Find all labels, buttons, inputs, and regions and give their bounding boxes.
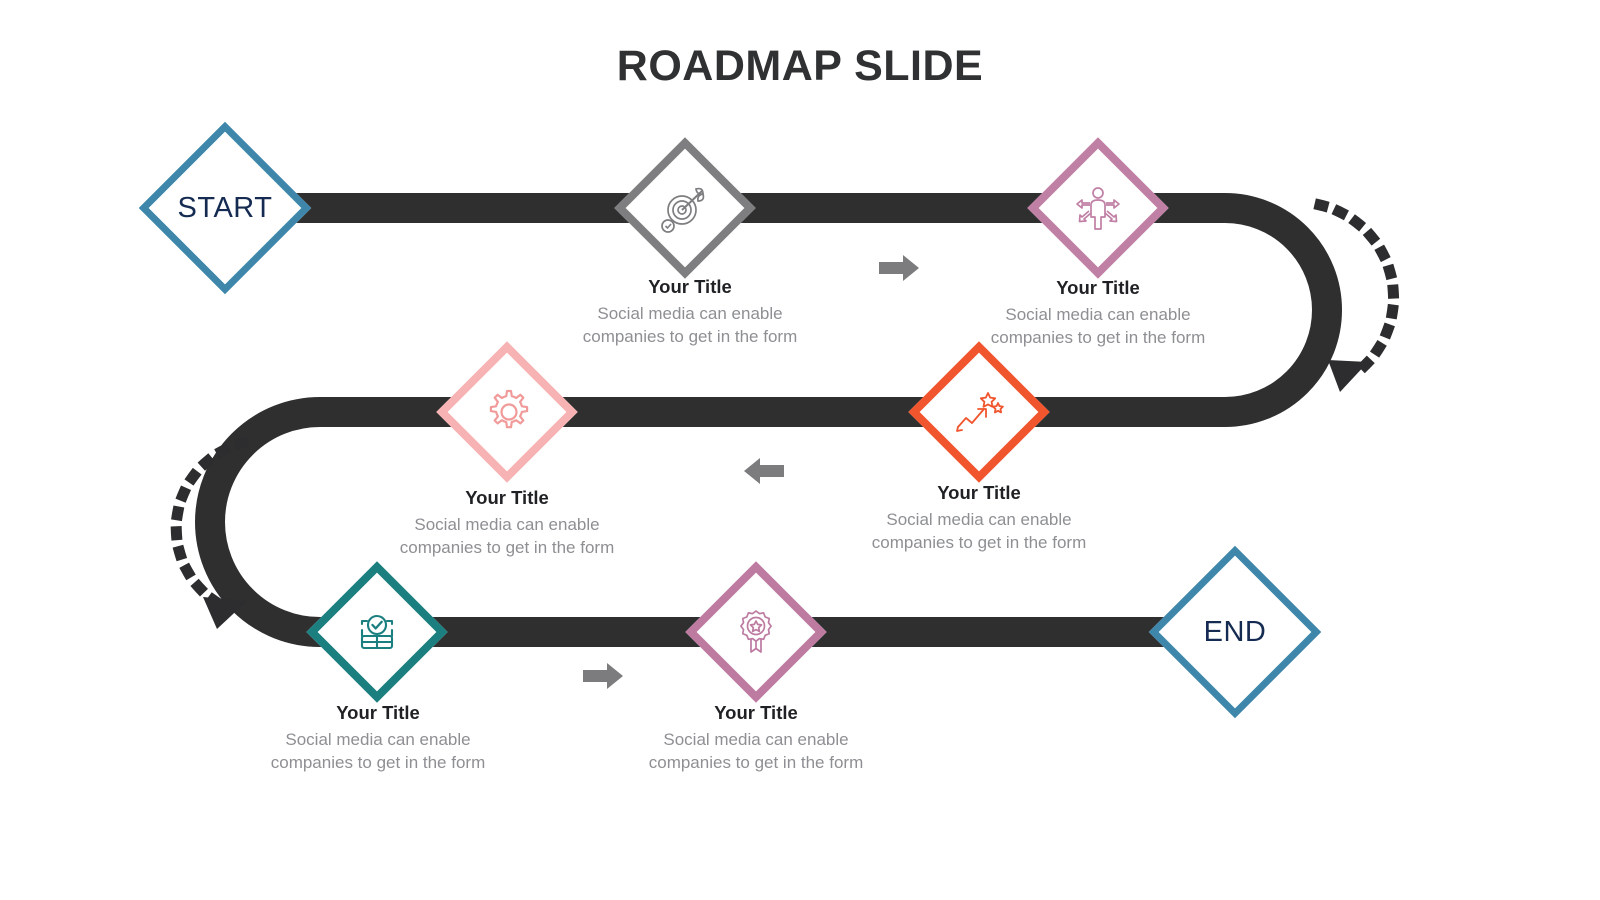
step-node-2[interactable] xyxy=(1027,137,1169,279)
step-1-body-line2: companies to get in the form xyxy=(582,326,798,346)
briefcase-check-icon xyxy=(315,570,439,694)
step-5-body-line1: Social media can enable xyxy=(285,730,471,749)
flow-arrow-right-bottom xyxy=(583,663,623,689)
award-ribbon-icon xyxy=(694,570,818,694)
dotted-turn-arrow-right xyxy=(1313,198,1399,392)
step-2-title: Your Title xyxy=(1056,277,1140,298)
step-caption-5: Your Title Social media can enable compa… xyxy=(228,702,528,774)
step-3-title: Your Title xyxy=(937,482,1021,503)
step-1-body: Social media can enable companies to get… xyxy=(540,303,840,348)
step-node-5[interactable] xyxy=(306,561,448,703)
flow-arrow-right-top xyxy=(879,255,919,281)
step-node-3[interactable] xyxy=(908,341,1050,483)
step-5-title: Your Title xyxy=(336,702,420,723)
step-1-title: Your Title xyxy=(648,276,732,297)
step-6-body-line1: Social media can enable xyxy=(663,730,849,749)
step-6-title: Your Title xyxy=(714,702,798,723)
step-6-body-line2: companies to get in the form xyxy=(648,752,864,772)
dotted-turn-arrow-left xyxy=(170,436,250,629)
step-4-body-line1: Social media can enable xyxy=(414,515,600,534)
step-3-body: Social media can enable companies to get… xyxy=(829,509,1129,554)
step-3-body-line1: Social media can enable xyxy=(886,510,1072,529)
step-caption-2: Your Title Social media can enable compa… xyxy=(948,277,1248,349)
start-node[interactable]: START xyxy=(138,121,312,295)
step-caption-1: Your Title Social media can enable compa… xyxy=(540,276,840,348)
step-node-6[interactable] xyxy=(685,561,827,703)
step-caption-6: Your Title Social media can enable compa… xyxy=(606,702,906,774)
step-2-body: Social media can enable companies to get… xyxy=(948,304,1248,349)
step-node-1[interactable] xyxy=(614,137,756,279)
step-4-body: Social media can enable companies to get… xyxy=(357,514,657,559)
step-5-body: Social media can enable companies to get… xyxy=(228,729,528,774)
step-4-title: Your Title xyxy=(465,487,549,508)
start-label: START xyxy=(177,191,273,224)
step-node-4[interactable] xyxy=(436,341,578,483)
person-directions-icon xyxy=(1036,146,1160,270)
step-caption-4: Your Title Social media can enable compa… xyxy=(357,487,657,559)
step-caption-3: Your Title Social media can enable compa… xyxy=(829,482,1129,554)
step-5-body-line2: companies to get in the form xyxy=(270,752,486,772)
step-1-body-line1: Social media can enable xyxy=(597,304,783,323)
end-node[interactable]: END xyxy=(1148,545,1322,719)
growth-chart-stars-icon xyxy=(917,350,1041,474)
step-2-body-line1: Social media can enable xyxy=(1005,305,1191,324)
step-2-body-line2: companies to get in the form xyxy=(990,327,1206,347)
end-label: END xyxy=(1203,615,1267,648)
step-3-body-line2: companies to get in the form xyxy=(871,532,1087,552)
page-title: ROADMAP SLIDE xyxy=(616,42,984,90)
step-6-body: Social media can enable companies to get… xyxy=(606,729,906,774)
step-4-body-line2: companies to get in the form xyxy=(399,537,615,557)
target-arrow-icon xyxy=(623,146,747,270)
gear-icon xyxy=(445,350,569,474)
flow-arrow-left-middle xyxy=(744,458,784,484)
